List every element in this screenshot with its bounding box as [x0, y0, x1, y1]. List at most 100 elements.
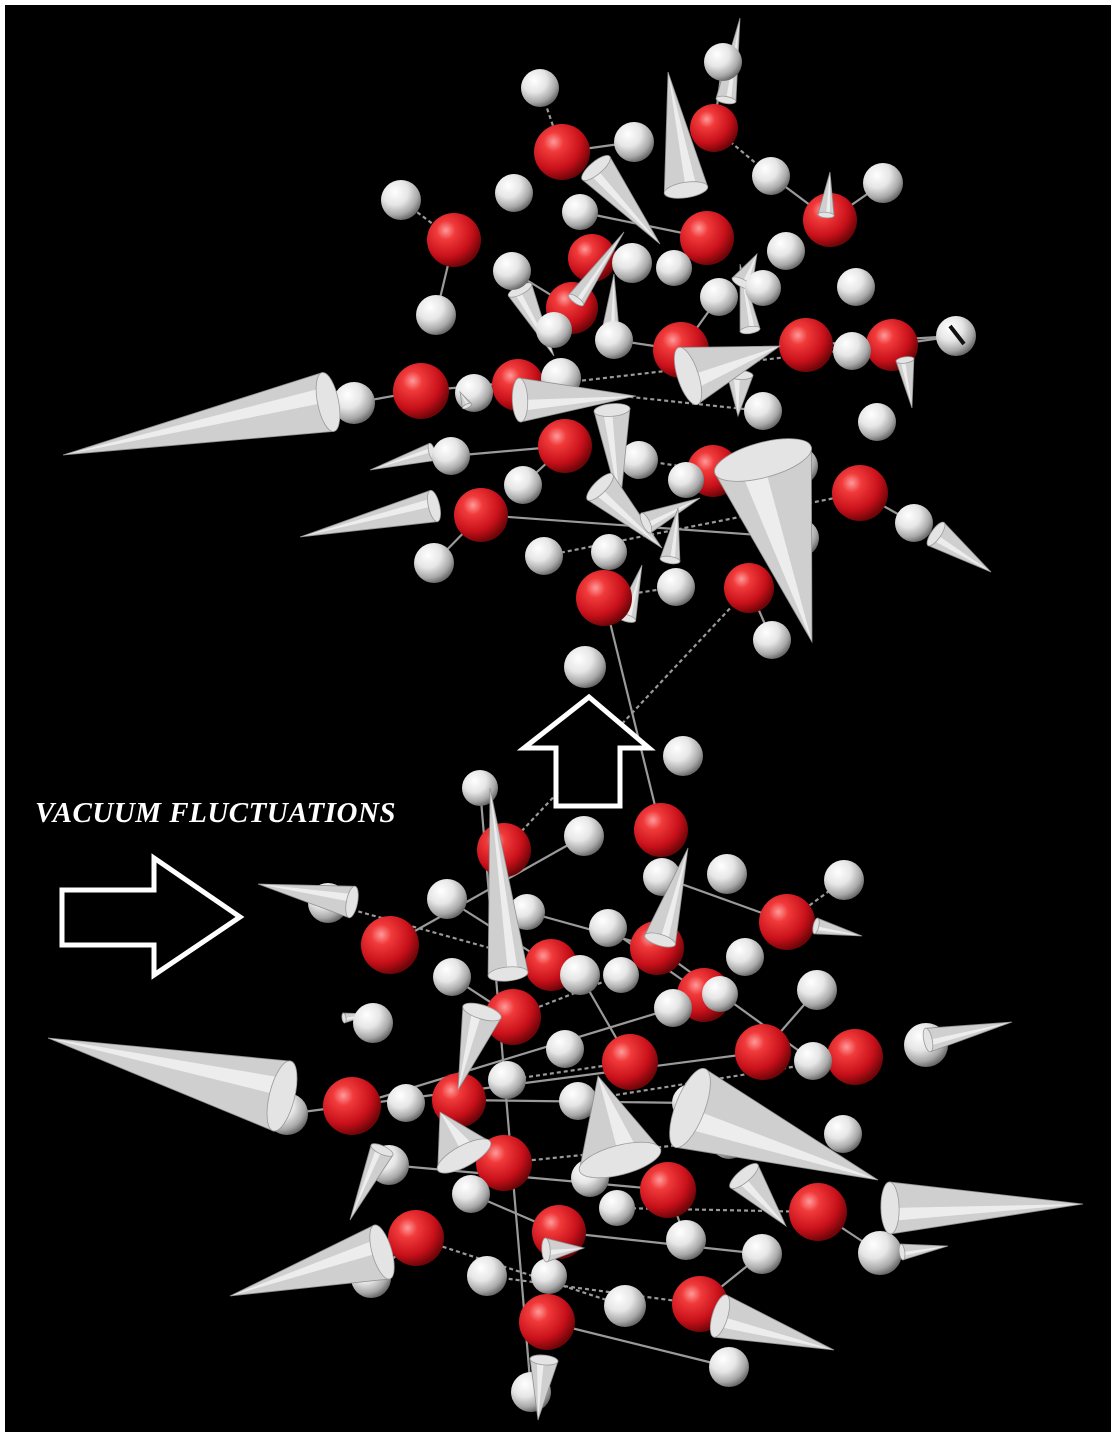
hydrogen-atom: [521, 69, 559, 107]
vector-cone-base: [568, 293, 584, 307]
hydrogen-atom: [416, 295, 456, 335]
hollow-up-arrow-icon: [516, 693, 656, 809]
hydrogen-atom: [562, 194, 598, 230]
vector-cone-highlight: [370, 447, 432, 470]
oxygen-atom: [485, 989, 541, 1045]
hydrogen-bond: [603, 585, 677, 600]
dipole-vector-cone: [581, 155, 661, 245]
dipole-vector-cone: [229, 1224, 395, 1297]
vector-cone-highlight: [48, 1038, 287, 1096]
vector-cone-base: [487, 966, 529, 982]
dipole-vector-cone: [586, 473, 663, 549]
hydrogen-bond: [389, 835, 585, 946]
vector-cone-highlight: [576, 232, 624, 303]
vector-cone-base: [511, 377, 529, 423]
vector-cone-highlight: [928, 1022, 1012, 1046]
hydrogen-atom: [833, 332, 871, 370]
dipole-vector-cone: [529, 1354, 559, 1421]
hydrogen-atom: [595, 321, 633, 359]
oxygen-atom: [640, 1162, 696, 1218]
hydrogen-atom: [467, 1256, 507, 1296]
vector-cone-highlight: [742, 254, 757, 286]
hydrogen-atom: [504, 466, 542, 504]
oxygen-atom: [680, 211, 734, 265]
vector-cone-highlight: [458, 1009, 482, 1090]
dipole-vector-cone: [511, 377, 637, 423]
oxygen-atom: [519, 1294, 575, 1350]
oxygen-atom: [534, 124, 590, 180]
dipole-vector-cone: [299, 489, 441, 538]
vector-cone-base: [709, 1294, 731, 1338]
hydrogen-atom: [858, 1231, 902, 1275]
hydrogen-bond: [616, 1206, 819, 1214]
dipole-vector-cone: [457, 1002, 502, 1091]
dipole-vector-cone: [663, 71, 709, 199]
hydrogen-atom: [824, 1115, 862, 1153]
hydrogen-atom: [895, 504, 933, 542]
vector-cone-highlight: [900, 360, 912, 408]
vector-cone-highlight: [537, 1359, 544, 1420]
hydrogen-atom: [333, 382, 375, 424]
hydrogen-atom: [656, 250, 692, 286]
hydrogen-bond: [512, 973, 622, 1019]
hydrogen-bond: [503, 587, 750, 851]
hydrogen-atom: [654, 989, 692, 1027]
dipole-vector-cone: [459, 390, 473, 410]
vector-cone-base: [578, 1141, 662, 1179]
vector-cone-highlight: [646, 498, 700, 528]
hydrogen-atom: [744, 392, 782, 430]
vector-cone-base: [462, 402, 472, 410]
vector-cone-highlight: [593, 487, 662, 548]
dipole-vector-cone: [568, 231, 625, 307]
vector-cone-base: [462, 1002, 502, 1022]
vector-cone-highlight: [660, 848, 688, 943]
oxygen-atom: [789, 1183, 847, 1241]
vector-cone-base: [922, 1027, 934, 1053]
oxygen-atom: [476, 1135, 532, 1191]
vector-cone-highlight: [668, 72, 697, 190]
hydrogen-bond: [415, 1236, 626, 1308]
hydrogen-atom: [707, 854, 747, 894]
hydrogen-atom: [863, 163, 903, 203]
oxygen-atom: [724, 563, 774, 613]
hydrogen-atom: [462, 770, 498, 806]
vector-cone-base: [898, 1243, 906, 1261]
hydrogen-atom: [614, 122, 654, 162]
vector-cone-highlight: [258, 884, 354, 902]
hydrogen-atom: [752, 157, 790, 195]
oxygen-atom: [454, 488, 508, 542]
hydrogen-atom: [488, 1061, 526, 1099]
vector-cone-base: [345, 885, 359, 919]
hydrogen-atom: [589, 909, 627, 947]
hydrogen-atom: [525, 537, 563, 575]
hydrogen-atom: [433, 958, 471, 996]
dipole-vector-cone: [729, 1163, 787, 1228]
hydrogen-atom: [559, 1082, 597, 1120]
vector-cone-base: [644, 932, 676, 948]
hydrogen-atom: [666, 1220, 706, 1260]
hydrogen-atom: [387, 1084, 425, 1122]
hydrogen-atom: [794, 1042, 832, 1080]
oxygen-atom: [393, 363, 449, 419]
oxygen-atom: [832, 465, 888, 521]
hydrogen-atom: [837, 268, 875, 306]
hydrogen-atom: [612, 243, 652, 283]
vector-cone-base: [812, 917, 820, 935]
dipole-vector-cone: [436, 1111, 492, 1174]
hydrogen-atom: [414, 543, 454, 583]
dipole-vector-cone: [593, 403, 631, 507]
oxygen-atom: [388, 1210, 444, 1266]
oxygen-atom: [432, 1073, 486, 1127]
hydrogen-atom: [745, 270, 781, 306]
vector-cone-highlight: [546, 1248, 584, 1256]
vector-cone-base: [581, 155, 611, 181]
hydrogen-bond: [517, 383, 764, 413]
vector-cone-highlight: [490, 788, 518, 974]
vector-cone-highlight: [932, 534, 991, 572]
vector-cone-base: [541, 1237, 551, 1263]
hydrogen-atom: [353, 1003, 393, 1043]
vector-cone-base: [341, 1012, 347, 1024]
hydrogen-atom: [604, 1285, 646, 1327]
oxygen-atom: [576, 570, 632, 626]
